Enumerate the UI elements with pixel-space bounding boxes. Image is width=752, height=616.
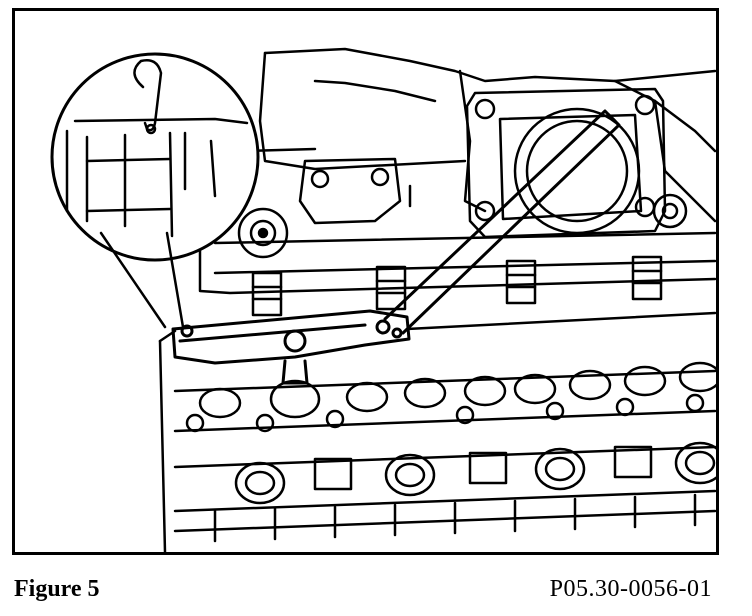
throttle-flange xyxy=(465,87,688,239)
setting-tool-plate xyxy=(171,309,411,385)
idler-pulley xyxy=(237,207,289,259)
upper-housing xyxy=(243,47,716,223)
figure-reference-code: P05.30-0056-01 xyxy=(549,576,712,602)
bottom-bolts xyxy=(173,489,716,543)
mounting-bracket xyxy=(298,157,412,225)
setting-tool-rod xyxy=(383,109,621,335)
camshaft-lobes-upper xyxy=(198,361,716,419)
engine-illustration xyxy=(50,47,716,552)
figure-caption: Figure 5 xyxy=(14,576,100,602)
fuel-rail xyxy=(198,231,716,295)
detail-magnifier xyxy=(50,52,260,329)
cylinder-head xyxy=(158,311,716,552)
bearing-row xyxy=(185,393,705,433)
figure-frame xyxy=(12,8,719,555)
camshaft-lobes-lower xyxy=(234,441,716,505)
injectors xyxy=(251,255,663,317)
